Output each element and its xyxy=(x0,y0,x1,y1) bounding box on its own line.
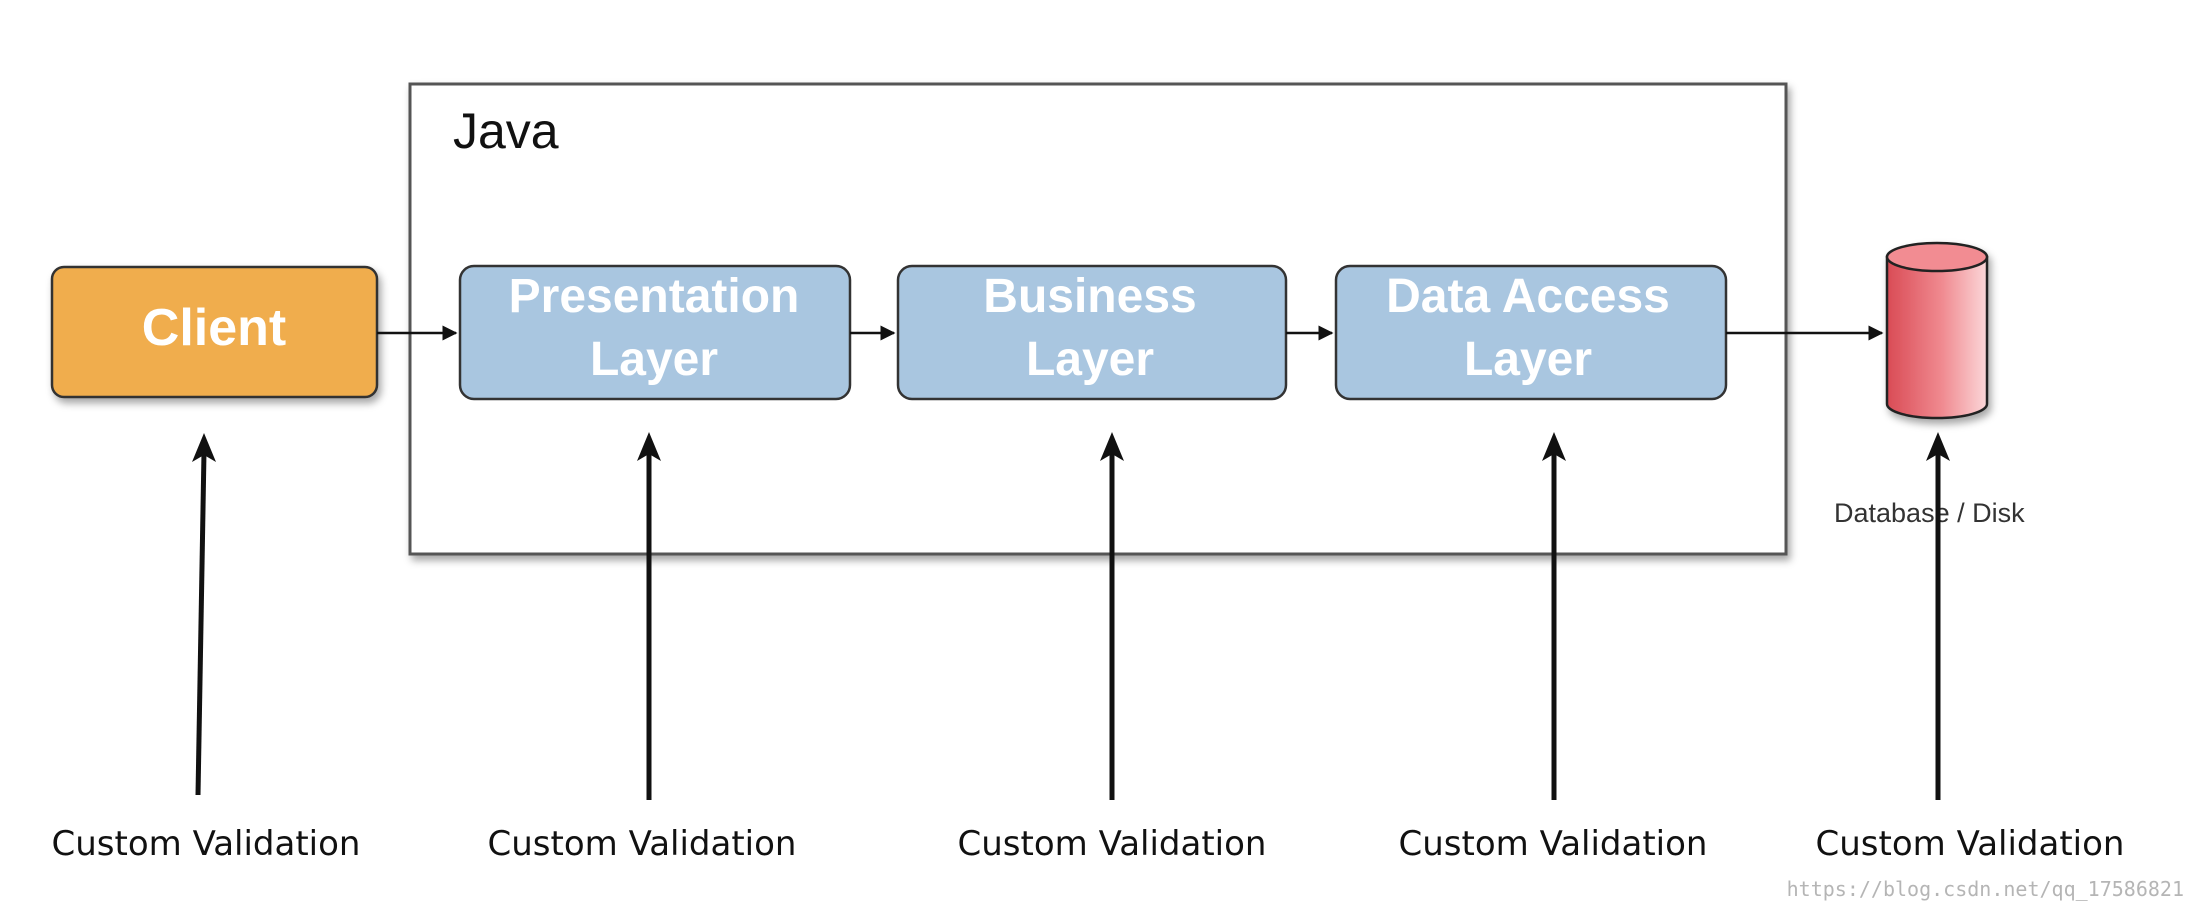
validation-arrow-presentation xyxy=(637,432,661,800)
business-layer-label-line2: Layer xyxy=(1026,333,1154,386)
validation-caption-data-access: Custom Validation xyxy=(1399,824,1708,864)
business-layer-label-line1: Business xyxy=(983,270,1196,323)
validation-arrow-business xyxy=(1100,432,1124,800)
validation-arrow-database xyxy=(1926,432,1950,800)
presentation-layer-label-line1: Presentation xyxy=(509,270,800,323)
data-access-layer-label-line2: Layer xyxy=(1464,333,1592,386)
presentation-layer-label-line2: Layer xyxy=(590,333,718,386)
validation-caption-business: Custom Validation xyxy=(958,824,1267,864)
validation-caption-database: Custom Validation xyxy=(1816,824,2125,864)
data-access-layer-label-line1: Data Access xyxy=(1386,270,1670,323)
validation-arrow-client xyxy=(192,433,216,796)
validation-arrow-data-access xyxy=(1542,432,1566,800)
validation-caption-client: Custom Validation xyxy=(52,824,361,864)
watermark-text: https://blog.csdn.net/qq_17586821 xyxy=(1787,877,2184,901)
client-label: Client xyxy=(142,299,286,357)
database-icon xyxy=(1885,241,1989,420)
java-container-title: Java xyxy=(453,103,559,159)
validation-caption-presentation: Custom Validation xyxy=(488,824,797,864)
database-caption: Database / Disk xyxy=(1834,498,2025,528)
